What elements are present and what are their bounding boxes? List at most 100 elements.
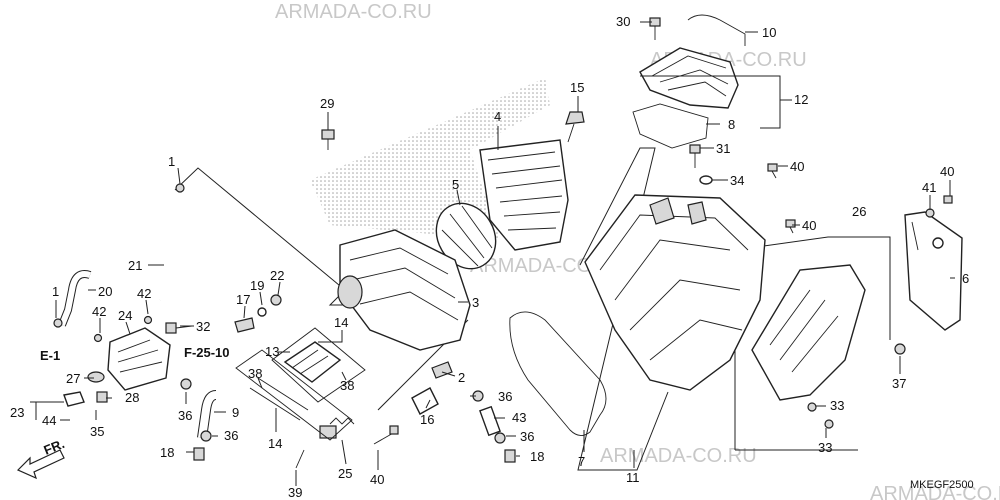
bracket-2 [431, 361, 453, 379]
callout-42a: 42 [137, 286, 151, 301]
callout-1b: 1 [52, 284, 59, 299]
callout-8: 8 [728, 117, 735, 132]
callout-4: 4 [494, 109, 501, 124]
bolt-30 [649, 17, 661, 40]
washer-34 [699, 175, 713, 185]
clip-42b [93, 333, 103, 343]
callout-22: 22 [270, 268, 284, 283]
reference-f2510: F-25-10 [184, 345, 230, 360]
callout-9: 9 [232, 405, 239, 420]
callout-32: 32 [196, 319, 210, 334]
bolt-40b [785, 219, 796, 234]
callout-36c: 36 [498, 389, 512, 404]
callout-40d: 40 [370, 472, 384, 487]
resonator-box-14 [235, 349, 353, 441]
reference-e1: E-1 [40, 348, 60, 363]
callout-44: 44 [42, 413, 56, 428]
callout-21: 21 [128, 258, 142, 273]
clip-1b [53, 318, 63, 328]
callout-39: 39 [288, 485, 302, 500]
callout-26: 26 [852, 204, 866, 219]
callout-15: 15 [570, 80, 584, 95]
sensor-17 [234, 317, 255, 333]
callout-35: 35 [90, 424, 104, 439]
spring-25 [319, 417, 355, 439]
callout-5: 5 [452, 177, 459, 192]
air-cleaner-case [584, 194, 766, 391]
nut-37 [894, 343, 906, 355]
front-direction-arrow-icon [16, 449, 65, 480]
breather-separator [107, 327, 171, 391]
callout-7: 7 [578, 454, 585, 469]
watermark: ARMADA-CO.RU [870, 483, 1000, 500]
callout-6: 6 [962, 271, 969, 286]
callout-36a: 36 [178, 408, 192, 423]
callout-37: 37 [892, 376, 906, 391]
callout-34: 34 [730, 173, 744, 188]
clip-42a [143, 315, 153, 325]
callout-11: 11 [626, 470, 640, 485]
side-cover [751, 264, 866, 401]
resonator-box-13 [271, 327, 366, 403]
breather-tube-20 [58, 270, 92, 327]
callout-2: 2 [458, 370, 465, 385]
callout-31: 31 [716, 141, 730, 156]
bracket-44 [63, 391, 85, 407]
callout-30: 30 [616, 14, 630, 29]
callout-33a: 33 [830, 398, 844, 413]
callout-28: 28 [125, 390, 139, 405]
callout-13: 13 [265, 344, 279, 359]
bracket-16 [411, 387, 439, 415]
callout-1a: 1 [168, 154, 175, 169]
nut-22 [270, 294, 282, 306]
oring-19 [257, 307, 267, 317]
callout-24: 24 [118, 308, 132, 323]
case-seal [509, 311, 607, 436]
callout-43: 43 [512, 410, 526, 425]
callout-38a: 38 [340, 378, 354, 393]
wire-clip [687, 14, 746, 46]
front-direction-label: FR. [42, 436, 67, 458]
bolt-32 [165, 322, 193, 334]
callout-42b: 42 [92, 304, 106, 319]
callout-14a: 14 [334, 315, 348, 330]
callout-19: 19 [250, 278, 264, 293]
leader-lines [30, 21, 955, 486]
callout-41: 41 [922, 180, 936, 195]
callout-36d: 36 [520, 429, 534, 444]
callout-23: 23 [10, 405, 24, 420]
cover-gasket [632, 103, 709, 149]
diagram-code: MKEGF2500 [910, 479, 974, 491]
clip-28 [96, 391, 108, 403]
callout-17: 17 [236, 292, 250, 307]
callout-27: 27 [66, 371, 80, 386]
clamp-36d [494, 432, 506, 444]
callout-40a: 40 [790, 159, 804, 174]
clamp-screw-15 [565, 111, 585, 143]
pin-39 [295, 449, 305, 469]
callout-14b: 14 [268, 436, 282, 451]
bolt-40c [943, 195, 953, 204]
clamp-36b [200, 430, 212, 442]
bolt-40d [373, 425, 399, 445]
callout-10: 10 [762, 25, 776, 40]
cap-18b [504, 449, 516, 463]
tube-43 [479, 405, 501, 437]
side-panel [904, 211, 963, 331]
air-duct-cover [639, 47, 739, 109]
drain-tube-9 [197, 390, 217, 439]
callout-38b: 38 [248, 366, 262, 381]
breather-tube-21 [156, 192, 181, 301]
callout-12: 12 [794, 92, 808, 107]
callout-18b: 18 [530, 449, 544, 464]
clip-27 [87, 371, 105, 383]
callout-18a: 18 [160, 445, 174, 460]
callout-20: 20 [98, 284, 112, 299]
clip-1a [175, 183, 185, 193]
callout-36b: 36 [224, 428, 238, 443]
watermark: ARMADA-CO.RU [275, 1, 432, 23]
callout-29: 29 [320, 96, 334, 111]
nut-33b [824, 419, 834, 429]
air-filter-element [479, 139, 569, 251]
